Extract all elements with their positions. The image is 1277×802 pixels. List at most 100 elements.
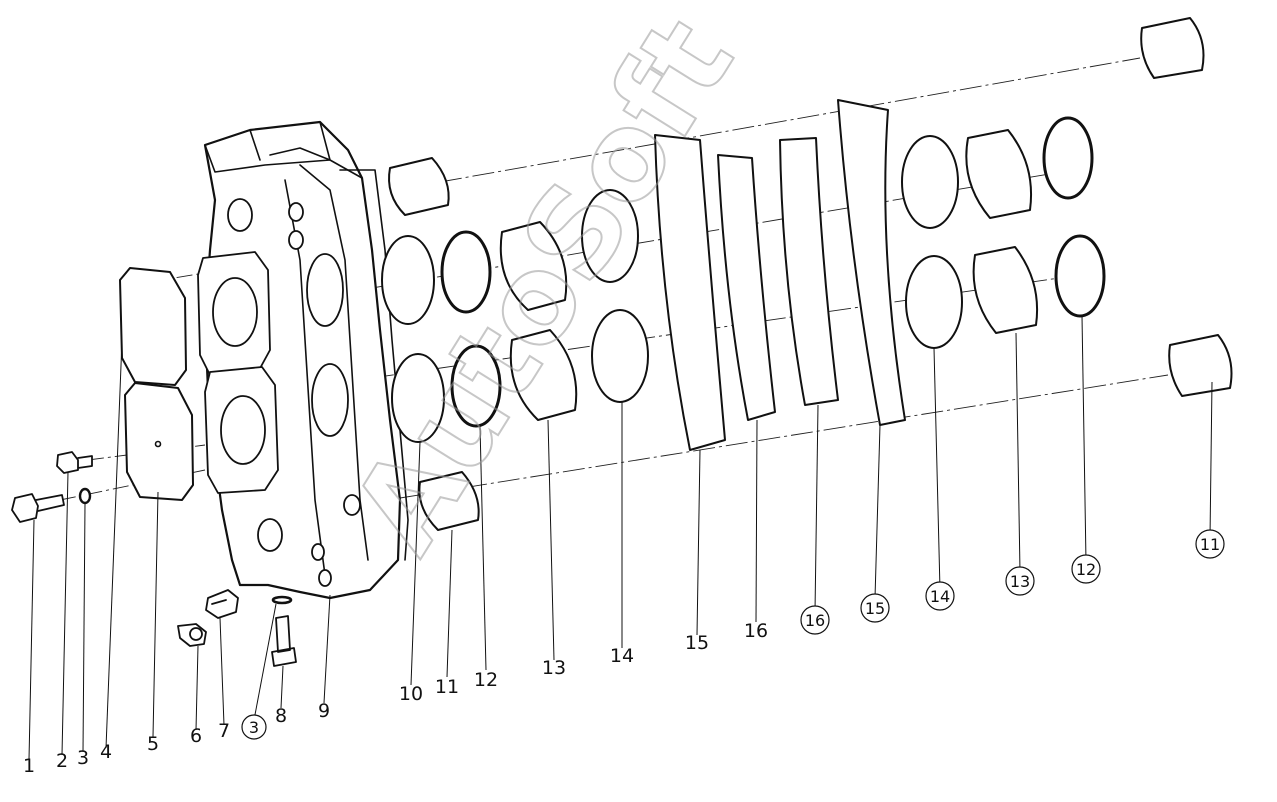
housing-port <box>220 395 266 465</box>
callout: 8 <box>275 705 287 727</box>
callout-label: 10 <box>399 683 423 705</box>
leader-line <box>1081 315 1087 563</box>
housing-hole <box>311 543 325 561</box>
housing-hole <box>343 494 361 516</box>
callout: 2 <box>56 750 68 772</box>
housing-hole <box>227 198 253 232</box>
o-ring-10 <box>381 235 435 325</box>
callout-circle <box>1195 529 1225 559</box>
hex-bolt <box>11 493 65 523</box>
housing-bore <box>311 363 349 437</box>
callout: 10 <box>399 683 423 705</box>
callout: 13 <box>542 657 566 679</box>
leader-line <box>105 339 123 749</box>
piston-13 <box>972 246 1039 334</box>
callout: 11 <box>435 676 459 698</box>
callout: 3 <box>77 747 89 769</box>
fasteners <box>11 451 297 667</box>
pad-backing-plate-15 <box>654 134 726 451</box>
callout-label: 16 <box>744 620 768 642</box>
callout-label: 14 <box>930 587 950 606</box>
pad-friction-16 <box>717 154 776 421</box>
leader-line <box>446 529 453 678</box>
callout-circle <box>1071 554 1101 584</box>
callout-circled: 11 <box>1195 529 1225 559</box>
axis-lower <box>399 374 1169 499</box>
callout-label: 1 <box>23 755 35 777</box>
seal-ring-12 <box>1042 116 1094 200</box>
pad-backing-plate-15 <box>837 99 906 426</box>
callout-label: 6 <box>190 725 202 747</box>
piston-group-right <box>901 17 1233 397</box>
callout-circled: 14 <box>925 581 955 611</box>
pin-11-bottom <box>1168 334 1233 397</box>
leader-line <box>253 603 277 721</box>
seal-ring-12 <box>450 344 502 428</box>
leader-line <box>1015 332 1021 573</box>
leader-line <box>323 594 331 704</box>
callout: 14 <box>610 645 634 667</box>
dust-ring-14 <box>901 135 959 229</box>
callout-circle <box>925 581 955 611</box>
callout-label: 9 <box>318 700 330 722</box>
leader-line <box>152 491 159 738</box>
callout-label: 13 <box>542 657 566 679</box>
bleeder-valve <box>205 589 239 619</box>
leader-line <box>1209 381 1213 539</box>
dust-ring-14 <box>591 309 649 403</box>
callout-label: 2 <box>56 750 68 772</box>
seal-washer <box>271 595 293 605</box>
housing-hole <box>318 569 332 587</box>
leader-line <box>219 617 225 726</box>
plug-bolt <box>271 615 297 667</box>
leader-line <box>547 419 555 661</box>
callout-label: 4 <box>100 741 112 763</box>
cover-plate-centre-hole <box>154 440 162 448</box>
leader-line <box>410 441 421 686</box>
housing-bore <box>306 253 344 327</box>
callout-label: 7 <box>218 720 230 742</box>
piston-13 <box>965 129 1033 219</box>
leader-line <box>61 471 69 756</box>
leader-line <box>28 519 35 761</box>
leader-line <box>814 404 819 613</box>
seal-ring-12 <box>440 230 492 314</box>
axis-top <box>439 57 1141 183</box>
leader-line <box>933 347 941 591</box>
callout-label: 11 <box>1200 535 1220 554</box>
callout: 7 <box>218 720 230 742</box>
callout: 9 <box>318 700 330 722</box>
callout: 16 <box>744 620 768 642</box>
bleeder-eye <box>189 627 203 641</box>
callout-label: 15 <box>865 599 885 618</box>
pad-plate-16 <box>779 137 839 406</box>
callout-label: 12 <box>1076 560 1096 579</box>
pin-11-top <box>388 157 450 216</box>
cover-plates <box>119 267 194 501</box>
housing-top-block <box>204 121 363 179</box>
callout-circled: 16 <box>800 605 830 635</box>
callout-label: 11 <box>435 676 459 698</box>
pin-11-top <box>1140 17 1205 79</box>
washer <box>78 487 92 505</box>
housing-hole <box>288 202 304 222</box>
callout-circle <box>241 714 267 740</box>
callout: 15 <box>685 632 709 654</box>
callout-label: 5 <box>147 733 159 755</box>
piston-group-left <box>381 157 649 531</box>
leader-lines <box>28 315 1213 761</box>
callout-circled: 12 <box>1071 554 1101 584</box>
socket-screw <box>56 451 93 474</box>
callout-label: 15 <box>685 632 709 654</box>
callout-circled: 13 <box>1005 566 1035 596</box>
callout-label: 3 <box>249 718 259 737</box>
callout-circled: 3 <box>241 714 267 740</box>
dust-ring-14 <box>905 255 963 349</box>
callout: 6 <box>190 725 202 747</box>
callout-label: 8 <box>275 705 287 727</box>
callout: 4 <box>100 741 112 763</box>
dust-ring-14 <box>581 189 639 283</box>
callout-circle <box>860 593 890 623</box>
